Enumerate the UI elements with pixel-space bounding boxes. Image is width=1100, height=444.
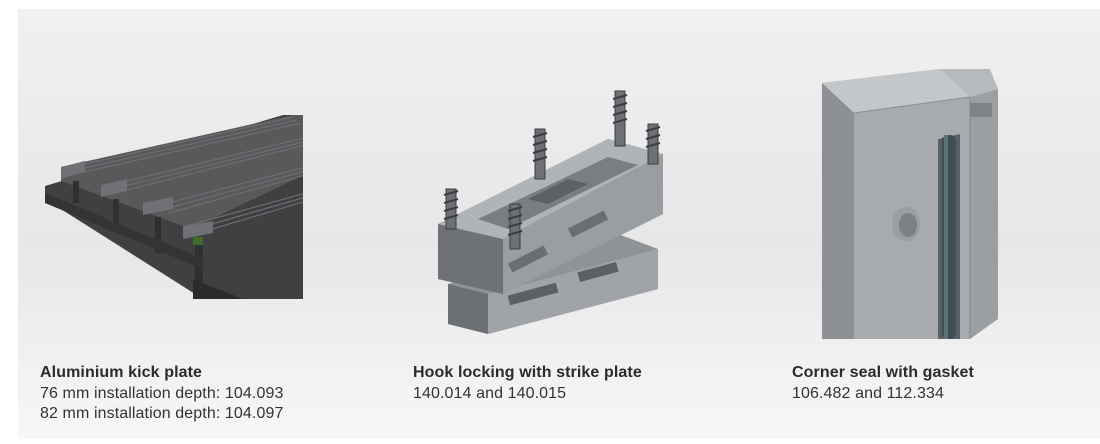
hook-lock-title: Hook locking with strike plate bbox=[413, 364, 642, 381]
kick-plate-title: Aluminium kick plate bbox=[40, 364, 203, 381]
kick-plate-caption: Aluminium kick plate 76 mm installation … bbox=[40, 363, 283, 425]
kick-plate-line-1: 76 mm installation depth: 104.093 bbox=[40, 384, 284, 402]
product-panel: Aluminium kick plate 76 mm installation … bbox=[18, 9, 1100, 439]
product-card-corner-seal: Corner seal with gasket 106.482 and 112.… bbox=[778, 9, 1100, 439]
kick-plate-line-2: 82 mm installation depth: 104.097 bbox=[40, 405, 284, 422]
corner-seal-caption: Corner seal with gasket 106.482 and 112.… bbox=[792, 363, 974, 404]
hook-lock-caption: Hook locking with strike plate 140.014 a… bbox=[413, 363, 642, 404]
product-card-hook-lock: Hook locking with strike plate 140.014 a… bbox=[398, 9, 758, 439]
hook-lock-image bbox=[438, 90, 663, 334]
corner-seal-title: Corner seal with gasket bbox=[792, 364, 974, 381]
corner-seal-line-1: 106.482 and 112.334 bbox=[792, 384, 944, 402]
corner-seal-image bbox=[822, 69, 998, 339]
kick-plate-image bbox=[45, 115, 303, 299]
product-card-kick-plate: Aluminium kick plate 76 mm installation … bbox=[18, 9, 358, 439]
hook-lock-line-1: 140.014 and 140.015 bbox=[413, 384, 567, 402]
